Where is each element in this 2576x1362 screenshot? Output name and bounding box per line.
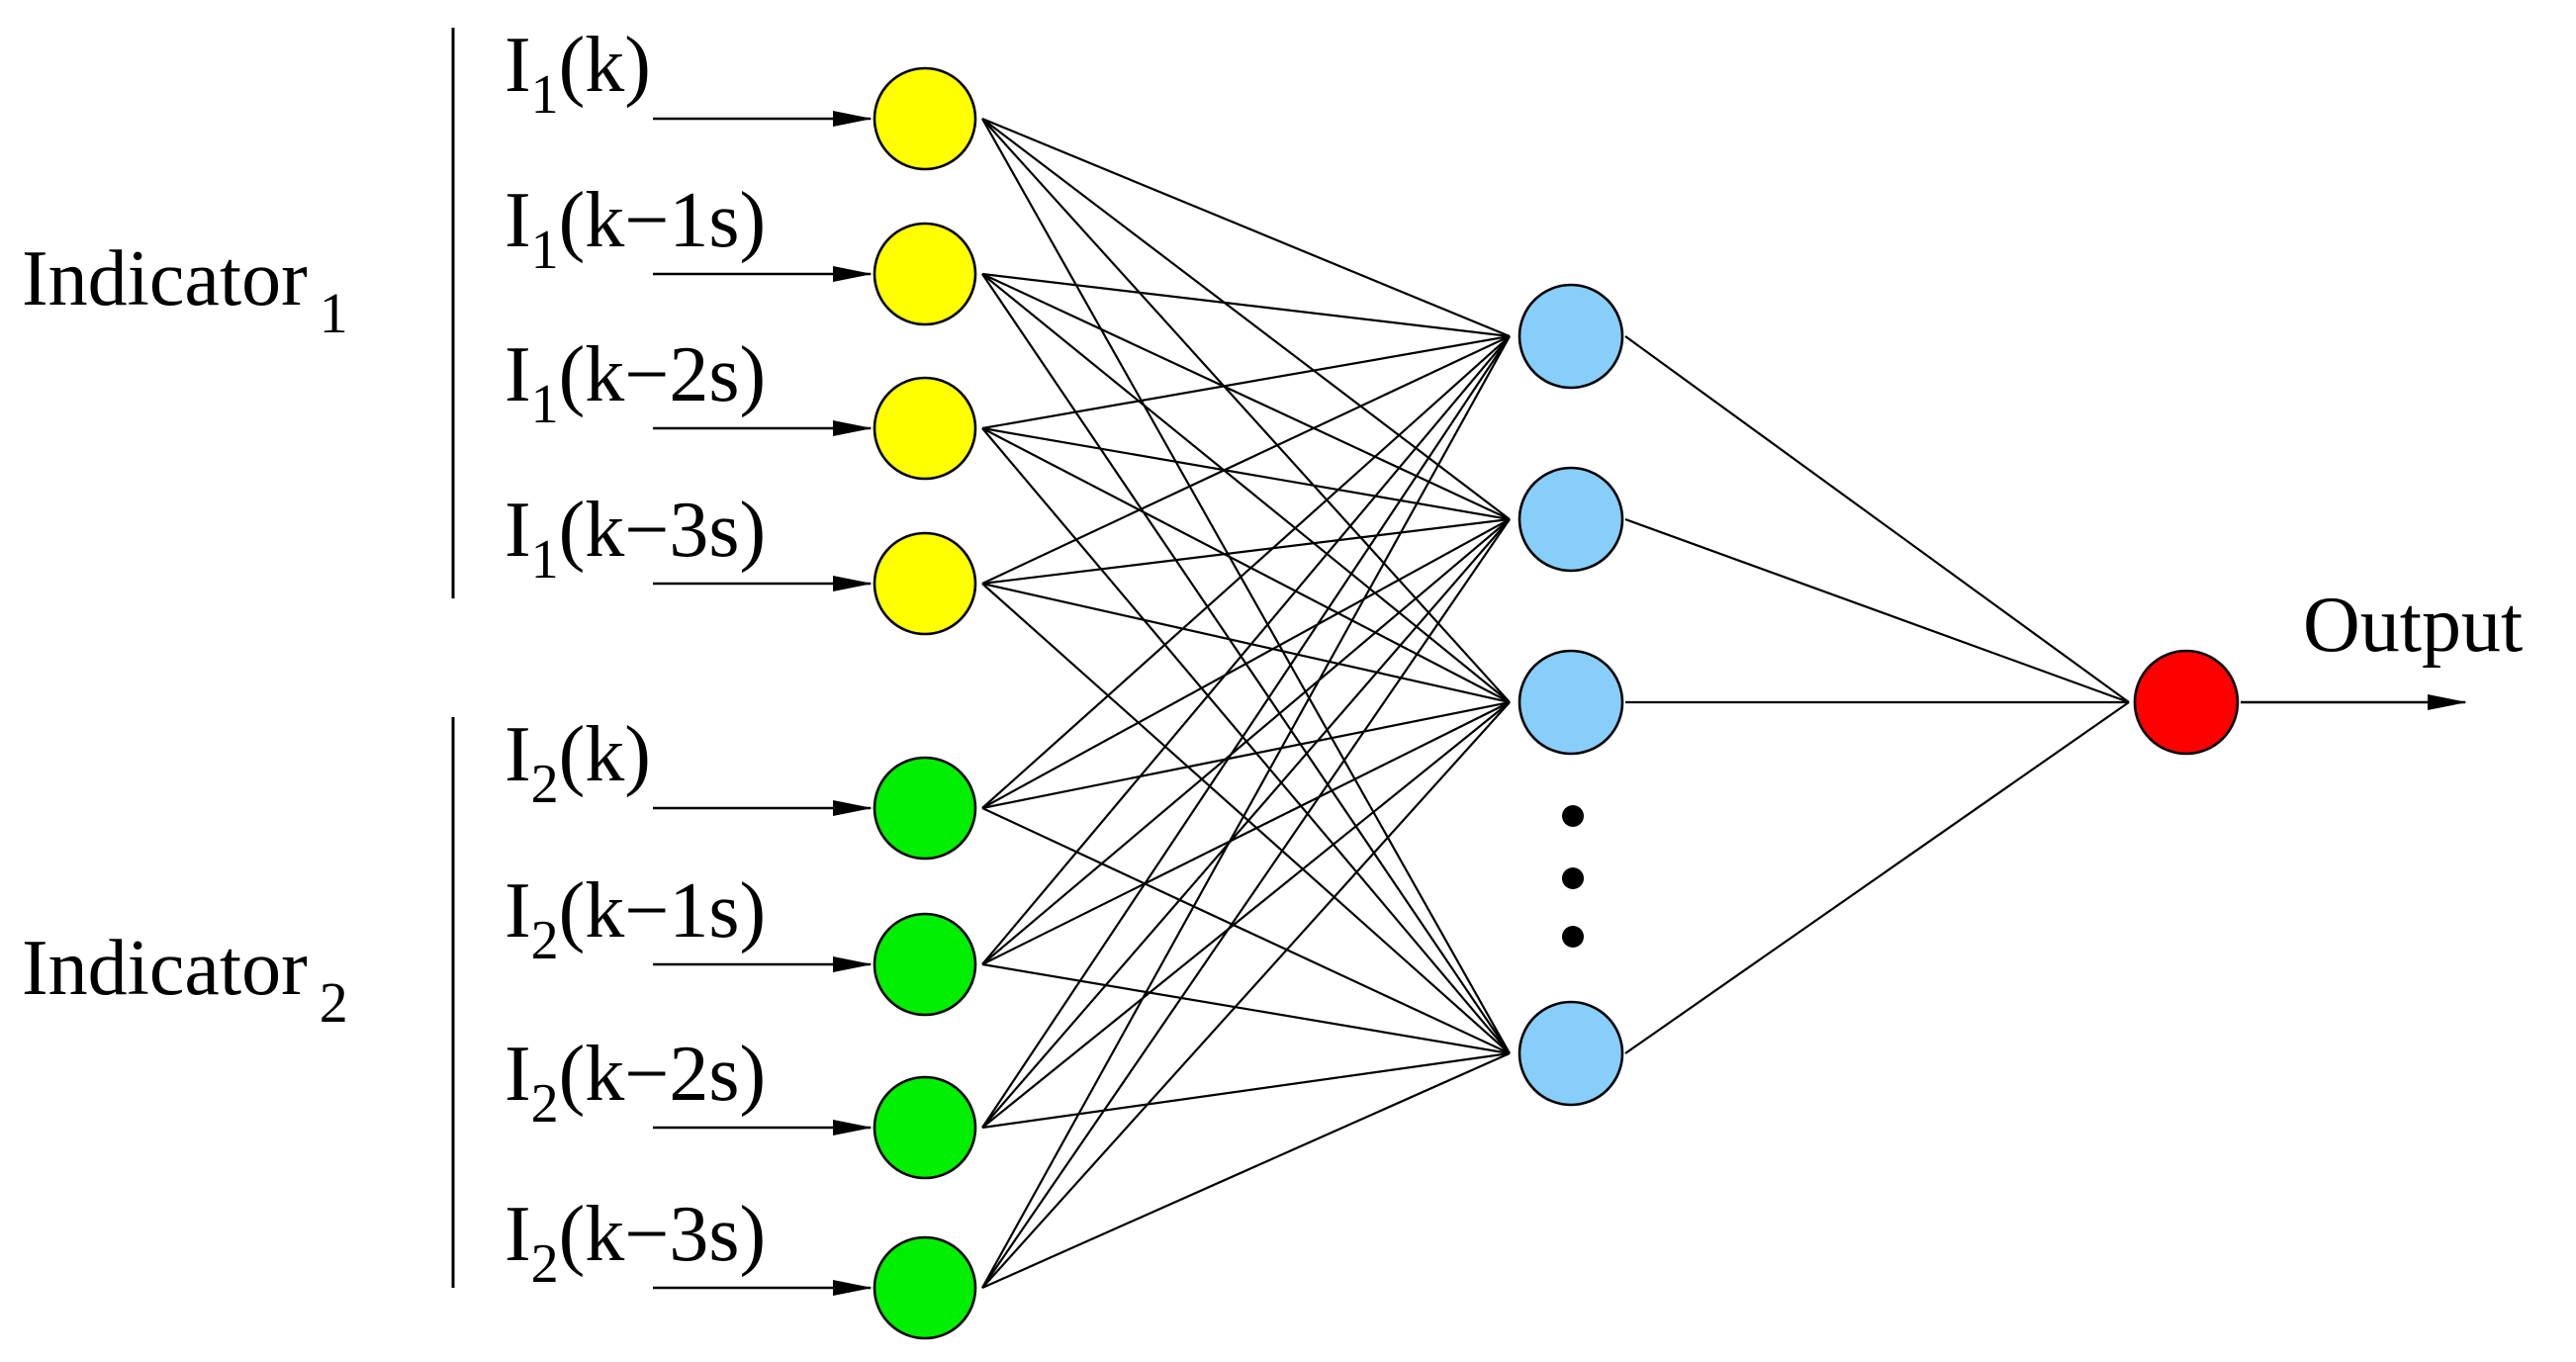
input-label-subscript: 1 xyxy=(531,64,559,126)
ellipsis-dot xyxy=(1562,926,1584,948)
input-hidden-edge xyxy=(981,335,1511,585)
input-hidden-edge xyxy=(981,335,1511,965)
input-node xyxy=(873,912,977,1017)
hidden-layer-ellipsis xyxy=(1562,805,1584,948)
input-label-argument: (k−2s) xyxy=(559,331,767,418)
input-label-base: I xyxy=(505,1191,531,1278)
input-node xyxy=(873,1075,977,1180)
input-node xyxy=(873,66,977,171)
input-label: I2(k) xyxy=(505,711,651,815)
input-hidden-edge xyxy=(981,701,1511,965)
input-hidden-edge xyxy=(981,117,1511,338)
input-hidden-edge xyxy=(981,701,1511,1129)
input-label-subscript: 1 xyxy=(531,529,559,590)
input-label-argument: (k−1s) xyxy=(559,177,767,264)
output-node xyxy=(2133,649,2240,756)
input-label: I1(k−3s) xyxy=(505,487,766,590)
input-hidden-edge xyxy=(981,118,1511,1054)
input-label-subscript: 2 xyxy=(531,1073,559,1135)
input-label-subscript: 2 xyxy=(531,754,559,815)
input-label-argument: (k) xyxy=(559,711,651,798)
input-hidden-edge xyxy=(981,807,1511,1054)
input-label-argument: (k−2s) xyxy=(559,1031,767,1118)
input-hidden-edge xyxy=(981,273,1511,703)
ellipsis-dot xyxy=(1562,805,1584,827)
input-hidden-edge xyxy=(981,701,1511,1289)
input-label: I1(k−1s) xyxy=(505,177,766,281)
input-hidden-edge xyxy=(981,118,1511,520)
input-label-subscript: 2 xyxy=(531,910,559,971)
input-label: I2(k−3s) xyxy=(505,1191,766,1295)
input-hidden-edge xyxy=(981,518,1511,1289)
connection-lines xyxy=(981,117,2130,1290)
input-hidden-edge xyxy=(981,334,1511,430)
network-nodes xyxy=(873,66,2240,1340)
hidden-output-edge xyxy=(1624,701,2130,1054)
input-hidden-edge xyxy=(981,962,1511,1055)
input-arrows: I1(k)I1(k−1s)I1(k−2s)I1(k−3s)I2(k)I2(k−1… xyxy=(505,22,873,1296)
input-hidden-edge xyxy=(981,583,1511,1054)
input-label: I1(k) xyxy=(505,22,651,126)
input-label-base: I xyxy=(505,177,531,264)
input-hidden-edge xyxy=(981,517,1511,586)
input-hidden-edge xyxy=(981,427,1511,703)
input-label-base: I xyxy=(505,22,531,109)
input-hidden-edge xyxy=(981,118,1511,703)
input-label-base: I xyxy=(505,1031,531,1118)
input-label-subscript: 2 xyxy=(531,1233,559,1295)
input-label-argument: (k−3s) xyxy=(559,1191,767,1278)
indicator-2-subscript: 2 xyxy=(320,970,348,1035)
input-node xyxy=(873,1235,977,1340)
input-hidden-edge xyxy=(981,335,1511,809)
hidden-node xyxy=(1518,466,1624,573)
input-label-argument: (k−1s) xyxy=(559,867,767,954)
input-hidden-edge xyxy=(981,273,1511,520)
input-node xyxy=(873,531,977,636)
output-label: Output xyxy=(2303,582,2523,669)
input-hidden-edge xyxy=(981,272,1511,338)
hidden-node xyxy=(1518,1000,1624,1107)
input-hidden-edge xyxy=(981,1051,1511,1130)
input-label-base: I xyxy=(505,331,531,418)
input-label-base: I xyxy=(505,711,531,798)
hidden-node xyxy=(1518,649,1624,756)
input-hidden-edge xyxy=(981,335,1511,1289)
input-label-argument: (k) xyxy=(559,22,651,109)
input-node xyxy=(873,376,977,481)
input-hidden-edge xyxy=(981,518,1511,1129)
hidden-output-edge xyxy=(1624,517,2130,704)
input-hidden-edge xyxy=(981,1051,1511,1290)
input-hidden-edge xyxy=(981,700,1511,810)
hidden-node xyxy=(1518,283,1624,390)
input-hidden-edge xyxy=(981,518,1511,809)
input-node xyxy=(873,222,977,326)
input-label: I2(k−1s) xyxy=(505,867,766,971)
input-label-argument: (k−3s) xyxy=(559,487,767,574)
input-hidden-edge xyxy=(981,335,1511,1129)
input-node xyxy=(873,756,977,861)
input-label-base: I xyxy=(505,867,531,954)
input-label: I2(k−2s) xyxy=(505,1031,766,1135)
input-label-subscript: 1 xyxy=(531,374,559,435)
input-label-base: I xyxy=(505,487,531,574)
input-label: I1(k−2s) xyxy=(505,331,766,435)
indicator-1-subscript: 1 xyxy=(320,281,348,345)
input-hidden-edge xyxy=(981,518,1511,965)
input-hidden-edge xyxy=(981,582,1511,704)
hidden-output-edge xyxy=(1624,335,2130,703)
input-hidden-edge xyxy=(981,426,1511,521)
input-label-subscript: 1 xyxy=(531,220,559,281)
ellipsis-dot xyxy=(1562,867,1584,889)
